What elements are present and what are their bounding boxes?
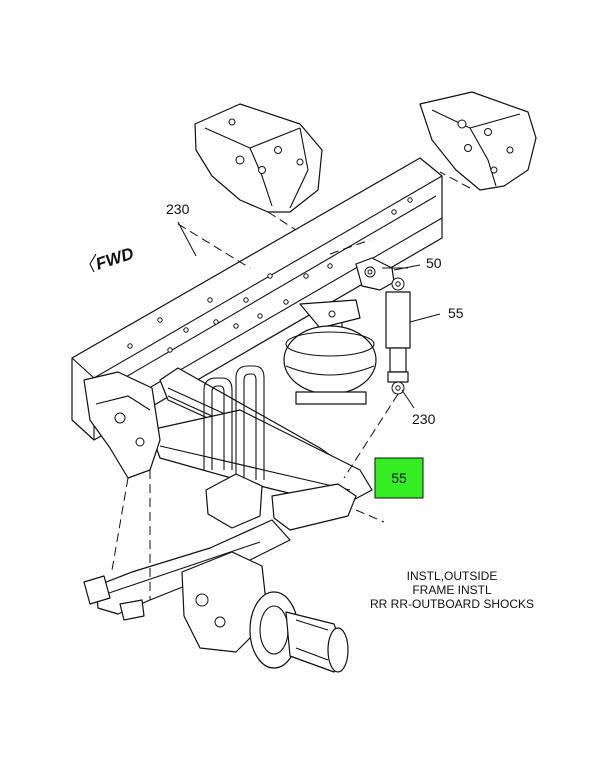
leader-230-top [177, 221, 197, 257]
leader-55 [409, 313, 441, 323]
air-spring [283, 299, 377, 405]
align-line-hanger [111, 477, 129, 571]
frame-bracket-right [419, 91, 537, 191]
note-line-1: INSTL,OUTSIDE [407, 569, 498, 583]
axle-hub [181, 551, 349, 673]
callout-230-top: 230 [166, 201, 190, 217]
leader-230-right [401, 389, 415, 409]
leader-50 [393, 264, 421, 271]
forward-indicator: FWD [89, 244, 136, 274]
callout-55: 55 [448, 305, 464, 321]
u-bolts [203, 365, 265, 480]
callout-230-right: 230 [412, 411, 436, 427]
forward-arrow-icon [89, 253, 97, 273]
front-hanger [83, 371, 161, 479]
note-line-2: FRAME INSTL [412, 583, 492, 597]
align-line-shock [343, 393, 399, 479]
frame-bracket-left [194, 103, 323, 213]
align-line-right [439, 171, 471, 189]
align-line-spring [329, 239, 371, 255]
note-line-3: RR RR-OUTBOARD SHOCKS [370, 597, 534, 611]
align-line-left [267, 211, 297, 231]
highlight-part-55[interactable]: 55 [374, 457, 424, 499]
align-line-frame [177, 223, 251, 269]
fwd-label: FWD [93, 244, 136, 274]
align-line-shock-2 [355, 509, 385, 523]
highlight-label: 55 [391, 470, 407, 486]
shock-absorber [385, 277, 411, 395]
callout-50: 50 [426, 255, 442, 271]
